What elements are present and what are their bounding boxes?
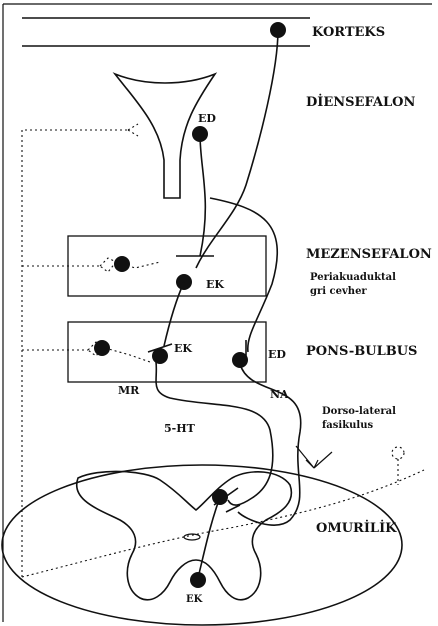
spinal-ek-neuron [190,572,206,588]
label-dorso-lateral: Dorso-lateral [322,406,396,417]
label-pons-bulbus: PONS-BULBUS [306,344,417,359]
mezen-outer-loop [210,198,277,352]
label-omurilik: OMURİLİK [316,520,397,536]
left-dotted-tract [22,130,128,577]
label-periakuaduktal: Periakuaduktal [310,272,396,283]
label-ek-spinal: EK [186,594,203,605]
label-fasikulus: fasikulus [322,420,373,431]
label-diensefalon: DİENSEFALON [306,94,415,110]
label-ek-mezen: EK [206,278,224,291]
label-ed-top: ED [198,112,216,125]
label-ek-pons: EK [174,342,192,355]
label-mezensefalon: MEZENSEFALON [306,247,432,262]
dorsal-root-ganglion-dotted [392,447,404,459]
mezen-dotted-arrowhead [100,258,116,272]
pons-left-neuron [94,340,110,356]
label-na: NA [270,388,289,401]
label-ed-pons: ED [268,348,286,361]
dorsolateral-arrow [306,452,332,468]
dience-dotted-arrowhead [128,124,138,136]
label-mr: MR [118,384,140,397]
pons-dotted-link [105,348,150,362]
mezen-to-pons-axon [164,282,184,346]
ed-top-axon [200,134,205,256]
label-gri-cevher: gri cevher [310,286,367,297]
label-5ht: 5-HT [164,422,196,435]
label-korteks: KORTEKS [312,25,385,40]
cortex-neuron-cell [270,22,286,38]
ed-top-neuron-cell [192,126,208,142]
mezen-left-neuron [114,256,130,272]
cortex-descending-axon [196,30,278,268]
